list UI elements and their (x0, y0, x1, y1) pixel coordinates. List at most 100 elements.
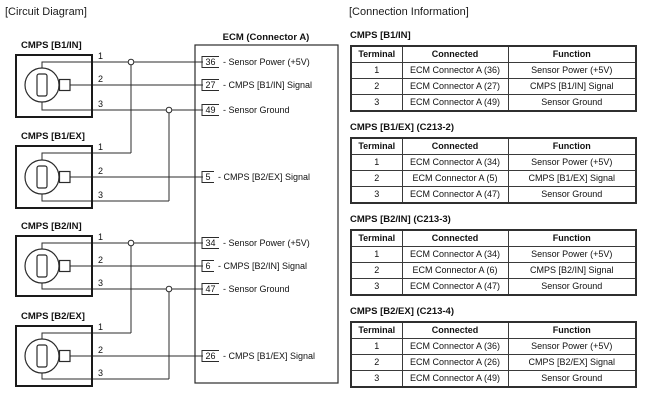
ecm-box-outline (194, 44, 339, 384)
cell-terminal: 2 (350, 354, 403, 371)
ecm-pin-label: - Sensor Power (+5V) (223, 238, 310, 248)
ecm-pin-number: 49 (205, 105, 215, 115)
cell-connected: ECM Connector A (47) (401, 186, 509, 204)
ecm-pin-number: 36 (205, 57, 215, 67)
sensor-terminal-square (58, 78, 71, 92)
col-header-terminal: Terminal (350, 137, 403, 155)
section-b2-in: CMPS [B2/IN] (C213-3) Terminal Connected… (350, 214, 648, 296)
cell-connected: ECM Connector A (49) (401, 370, 509, 388)
table-header-row: Terminal Connected Function (350, 321, 637, 339)
sensor-terminal-square (58, 349, 71, 363)
cell-terminal: 1 (350, 154, 403, 171)
sensor-terminal-square (58, 170, 71, 184)
sensor-box (15, 145, 93, 209)
connection-table-b2-in: Terminal Connected Function 1 ECM Connec… (350, 229, 637, 296)
junction-node (165, 106, 173, 114)
pin-number: 2 (98, 345, 103, 355)
col-header-terminal: Terminal (350, 229, 403, 247)
sensor-box (15, 54, 93, 118)
ecm-pin-label: - Sensor Ground (223, 105, 290, 115)
col-header-function: Function (507, 229, 637, 247)
cell-connected: ECM Connector A (49) (401, 94, 509, 112)
table-header-row: Terminal Connected Function (350, 45, 637, 63)
sensor-symbol-circle (24, 159, 60, 195)
col-header-function: Function (507, 45, 637, 63)
ecm-title: ECM (Connector A) (223, 32, 310, 43)
sensor-element (36, 165, 48, 189)
ecm-pin-number: 34 (205, 238, 215, 248)
ecm-pin-label: - Sensor Ground (223, 284, 290, 294)
cell-terminal: 2 (350, 170, 403, 187)
wires-b2-ex (41, 332, 203, 380)
sensor-element (36, 73, 48, 97)
ecm-pin-box (201, 79, 219, 91)
ecm-pin-number: 47 (205, 284, 215, 294)
ecm-pin-box (201, 283, 219, 295)
table-row: 3 ECM Connector A (47) Sensor Ground (350, 278, 637, 296)
cell-function: Sensor Ground (507, 278, 637, 296)
section-b1-in: CMPS [B1/IN] Terminal Connected Function… (350, 30, 648, 112)
cell-connected: ECM Connector A (47) (401, 278, 509, 296)
cell-terminal: 3 (350, 186, 403, 204)
pin-number: 1 (98, 51, 103, 61)
table-row: 2 ECM Connector A (5) CMPS [B1/EX] Signa… (350, 170, 637, 187)
sensor-box (15, 325, 93, 387)
table-row: 1 ECM Connector A (36) Sensor Power (+5V… (350, 62, 637, 79)
cell-terminal: 2 (350, 78, 403, 95)
sensor-element (36, 344, 48, 368)
sensor-b2-ex: CMPS [B2/EX] 1 2 3 (15, 311, 103, 387)
sensor-symbol-circle (24, 248, 60, 284)
table-row: 1 ECM Connector A (34) Sensor Power (+5V… (350, 246, 637, 263)
cell-connected: ECM Connector A (27) (401, 78, 509, 95)
junction-node (127, 58, 135, 66)
ecm-pin-box (201, 104, 219, 116)
ecm-pins: 36 - Sensor Power (+5V) 27 - CMPS [B1/IN… (201, 56, 315, 362)
pin-number: 1 (98, 232, 103, 242)
cell-connected: ECM Connector A (34) (401, 154, 509, 171)
cell-function: Sensor Ground (507, 94, 637, 112)
table-heading: CMPS [B1/IN] (350, 30, 411, 41)
cell-function: Sensor Power (+5V) (507, 338, 637, 355)
sensor-label: CMPS [B1/IN] (21, 40, 82, 51)
junction-node (165, 285, 173, 293)
sensor-b2-in: CMPS [B2/IN] 1 2 3 (15, 221, 103, 297)
circuit-diagram-title: [Circuit Diagram] (5, 6, 87, 18)
col-header-terminal: Terminal (350, 45, 403, 63)
pin-number: 1 (98, 322, 103, 332)
col-header-terminal: Terminal (350, 321, 403, 339)
cell-function: Sensor Power (+5V) (507, 154, 637, 171)
sensor-symbol-circle (24, 67, 60, 103)
cell-terminal: 3 (350, 94, 403, 112)
sensor-b1-in: CMPS [B1/IN] 1 2 3 (15, 40, 103, 118)
cell-terminal: 3 (350, 278, 403, 296)
table-row: 1 ECM Connector A (34) Sensor Power (+5V… (350, 154, 637, 171)
pin-number: 3 (98, 99, 103, 109)
wires-b2-in (41, 242, 203, 290)
cell-function: CMPS [B1/IN] Signal (507, 78, 637, 95)
ecm-pin-box (201, 171, 214, 183)
section-b1-ex: CMPS [B1/EX] (C213-2) Terminal Connected… (350, 122, 648, 204)
cell-function: Sensor Ground (507, 186, 637, 204)
pin-number: 1 (98, 142, 103, 152)
cell-function: Sensor Power (+5V) (507, 62, 637, 79)
pin-number: 2 (98, 166, 103, 176)
connection-table-b1-ex: Terminal Connected Function 1 ECM Connec… (350, 137, 637, 204)
ecm-pin-label: - CMPS [B1/EX] Signal (223, 351, 315, 361)
ecm-pin-number: 6 (205, 261, 210, 271)
table-row: 2 ECM Connector A (27) CMPS [B1/IN] Sign… (350, 78, 637, 95)
sensor-element (36, 254, 48, 278)
cell-terminal: 1 (350, 338, 403, 355)
cell-terminal: 3 (350, 370, 403, 388)
table-row: 2 ECM Connector A (26) CMPS [B2/EX] Sign… (350, 354, 637, 371)
table-heading: CMPS [B2/IN] (C213-3) (350, 214, 451, 225)
table-row: 1 ECM Connector A (36) Sensor Power (+5V… (350, 338, 637, 355)
ecm-pin-number: 5 (205, 172, 210, 182)
ecm-pin-label: - Sensor Power (+5V) (223, 57, 310, 67)
section-b2-ex: CMPS [B2/EX] (C213-4) Terminal Connected… (350, 306, 648, 388)
sensor-box (15, 235, 93, 297)
sensor-label: CMPS [B1/EX] (21, 131, 85, 142)
cell-function: CMPS [B1/EX] Signal (507, 170, 637, 187)
wires-b1-ex (41, 152, 203, 202)
cell-function: Sensor Ground (507, 370, 637, 388)
pin-number: 2 (98, 255, 103, 265)
